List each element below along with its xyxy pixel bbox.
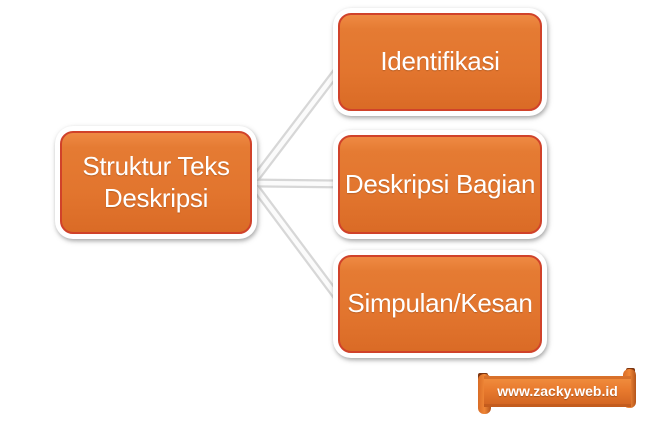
- child-node-label: Identifikasi: [380, 46, 500, 77]
- connector-line-middle-core: [249, 180, 347, 187]
- ribbon-band: [484, 376, 631, 407]
- child-node-surface: Simpulan/Kesan: [338, 255, 542, 353]
- child-node-surface: Identifikasi: [338, 13, 542, 111]
- ribbon-band-top-edge: [484, 376, 631, 379]
- connector-line-top-core: [249, 59, 347, 186]
- root-node: Struktur Teks Deskripsi: [55, 126, 257, 239]
- child-node-deskripsi-bagian: Deskripsi Bagian: [333, 130, 547, 239]
- scroll-ribbon-shape: [478, 368, 636, 414]
- connector-line-bottom-core: [249, 180, 347, 309]
- root-node-surface: Struktur Teks Deskripsi: [60, 131, 252, 234]
- root-node-label: Struktur Teks Deskripsi: [82, 150, 230, 213]
- watermark-ribbon: www.zacky.web.id: [477, 367, 637, 414]
- child-node-identifikasi: Identifikasi: [333, 8, 547, 116]
- child-node-label: Deskripsi Bagian: [344, 168, 536, 199]
- watermark-text: www.zacky.web.id: [497, 382, 618, 399]
- child-node-surface: Deskripsi Bagian: [338, 135, 542, 234]
- ribbon-band-bottom-edge: [484, 404, 631, 407]
- child-node-simpulan-kesan: Simpulan/Kesan: [333, 250, 547, 358]
- child-node-label: Simpulan/Kesan: [347, 288, 533, 319]
